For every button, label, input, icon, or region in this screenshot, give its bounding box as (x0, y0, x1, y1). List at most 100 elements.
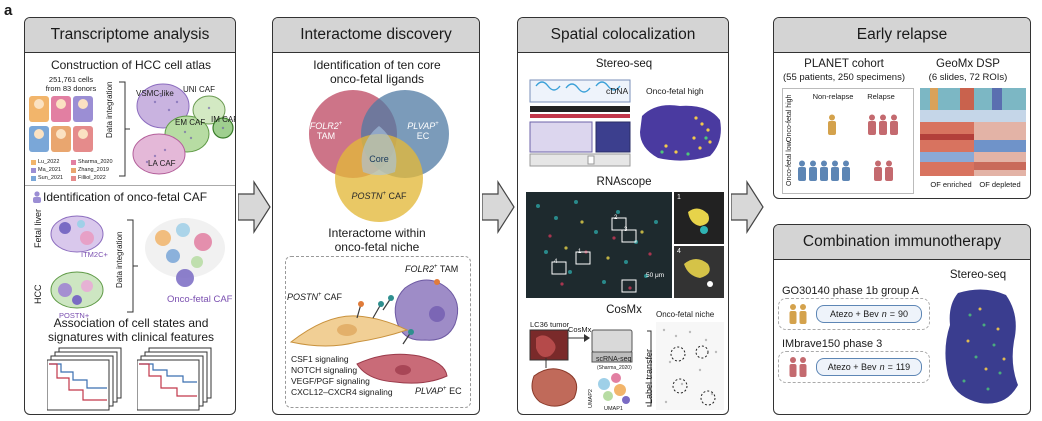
niche-subtitle-1: Interactome within (328, 226, 426, 240)
umap2-label: UMAP2 (588, 389, 594, 408)
immuno-title: Combination immunotherapy (774, 225, 1030, 260)
fetal-umap (50, 215, 104, 253)
km-plot-stack-2 (137, 347, 212, 411)
clinical-subtitle-1: Association of cell states and (53, 316, 209, 330)
cosmx-illustration (529, 329, 633, 407)
hcc-label: HCC (33, 284, 43, 305)
of-depleted-label: OF depleted (979, 180, 1021, 189)
person-icon (874, 160, 882, 181)
planet-box (782, 88, 914, 194)
oncofetal-caf-label: Onco-fetal CAF (167, 294, 233, 305)
marker-postn: POSTN+ (59, 311, 90, 320)
integrated-umap (145, 218, 225, 287)
panel-letter: a (4, 2, 13, 19)
planet-title: PLANET cohort (804, 58, 884, 70)
roi-1: 1 (578, 249, 582, 255)
person-icon (879, 114, 887, 135)
cells-count: 251,761 cells (48, 75, 94, 84)
niche-tam-label: FOLR2+ TAM (405, 264, 459, 274)
of-high-label: Onco-fetal high (786, 94, 793, 142)
niche-box (285, 256, 471, 408)
oncofetal-high-label: Onco-fetal high (646, 86, 704, 96)
planet-people-grid (798, 114, 898, 181)
rnascope-zoom-panels (674, 192, 724, 298)
zoom-1-number: 1 (677, 194, 681, 201)
cdna-label: cDNA (606, 86, 629, 96)
cluster-uni-caf: UNI CAF (183, 85, 215, 94)
trial1-title: GO30140 phase 1b group A (782, 285, 919, 297)
person-icon (885, 160, 893, 181)
stereo-chip-illustration (529, 79, 631, 167)
trial2-people-icon (789, 357, 807, 377)
study-legend-2: Sharma_2020 (78, 159, 113, 165)
study-legend-3: Ma_2021 (38, 167, 61, 173)
person-icon (798, 160, 806, 181)
integration-bracket-2 (127, 219, 138, 313)
geomx-title: GeoMx DSP (936, 58, 1000, 70)
fetal-liver-label: Fetal liver (33, 208, 43, 248)
person-icon (890, 114, 898, 135)
roi-2: 2 (614, 215, 618, 221)
cosmx-niche-map (656, 322, 724, 410)
stereo-seq-label: Stereo-seq (595, 58, 653, 70)
relapse-label: Relapse (867, 92, 895, 101)
venn-ec-label: PLVAP+EC (407, 121, 439, 141)
niche-caf-label: POSTN+ CAF (287, 292, 343, 302)
trial1-box (778, 298, 930, 330)
label-transfer-bracket (647, 330, 652, 407)
donor-count: from 83 donors (45, 84, 97, 93)
geomx-sub: (6 slides, 72 ROIs) (928, 72, 1008, 83)
person-icon (828, 114, 836, 135)
non-relapse-label: Non-relapse (812, 92, 854, 101)
venn-caf-label: POSTN+ CAF (351, 191, 407, 201)
immuno-stereo-label: Stereo-seq (949, 269, 1007, 281)
signaling-1: CSF1 signaling (291, 354, 349, 364)
spatial-title: Spatial colocalization (518, 18, 728, 53)
geomx-heatmap (920, 88, 1026, 176)
data-integration-label: Data integration (105, 81, 114, 138)
signaling-3: VEGF/PGF signaling (291, 376, 370, 386)
atlas-subtitle: Construction of HCC cell atlas (50, 58, 212, 72)
scrna-seq-label: scRNA-seq (596, 356, 632, 363)
of-enriched-label: OF enriched (930, 180, 972, 189)
zoom-4-number: 4 (677, 248, 681, 255)
signaling-2: NOTCH signaling (291, 365, 358, 375)
niche-subtitle-2: onco-fetal niche (334, 240, 420, 254)
study-legend-swatches (31, 160, 36, 181)
of-low-label: Onco-fetal low (786, 141, 793, 186)
venn-diagram (309, 90, 449, 222)
cosmx-arrow-label: CosMx (568, 325, 592, 334)
rnascope-label: RNAscope (596, 176, 652, 188)
study-legend-4: Zhang_2019 (78, 167, 109, 173)
cluster-im-caf: IM CAF (211, 115, 236, 124)
lc36-label: LC36 tumor (530, 320, 570, 329)
person-icon (809, 160, 817, 181)
umap1-label: UMAP1 (604, 406, 623, 412)
niche-illustration (289, 279, 459, 384)
spatial-panel: Spatial colocalization Stereo-seq cDNA O… (517, 17, 729, 415)
roi-3: 3 (624, 227, 628, 233)
flow-arrow-1 (238, 180, 271, 234)
oncofetal-niche-label: Onco-fetal niche (656, 310, 715, 319)
data-integration-label-2: Data integration (115, 231, 124, 288)
marker-itm2c: ITM2C+ (81, 250, 108, 259)
relapse-panel: Early relapse PLANET cohort (55 patients… (773, 17, 1031, 199)
transcriptome-panel: Transcriptome analysis Construction of H… (24, 17, 236, 415)
cluster-vsmc-like: VSMC-like (136, 89, 174, 98)
scrna-source-label: (Sharma_2020) (597, 365, 632, 371)
hcc-umap (50, 271, 104, 309)
ligands-subtitle-1: Identification of ten core (313, 58, 441, 72)
km-plot-stack-1 (47, 347, 122, 411)
person-icon (831, 160, 839, 181)
immuno-tissue-map (945, 289, 1018, 404)
person-icon (820, 160, 828, 181)
donor-people-icon (29, 96, 93, 152)
cluster-la-caf: LA CAF (148, 159, 176, 168)
caf-umap-plot (132, 83, 234, 175)
venn-core-label: Core (369, 154, 389, 164)
ligands-subtitle-2: onco-fetal ligands (329, 72, 425, 86)
divider (25, 185, 235, 186)
signaling-4: CXCL12–CXCR4 signaling (291, 387, 393, 397)
study-legend-5: Sun_2021 (38, 175, 64, 181)
